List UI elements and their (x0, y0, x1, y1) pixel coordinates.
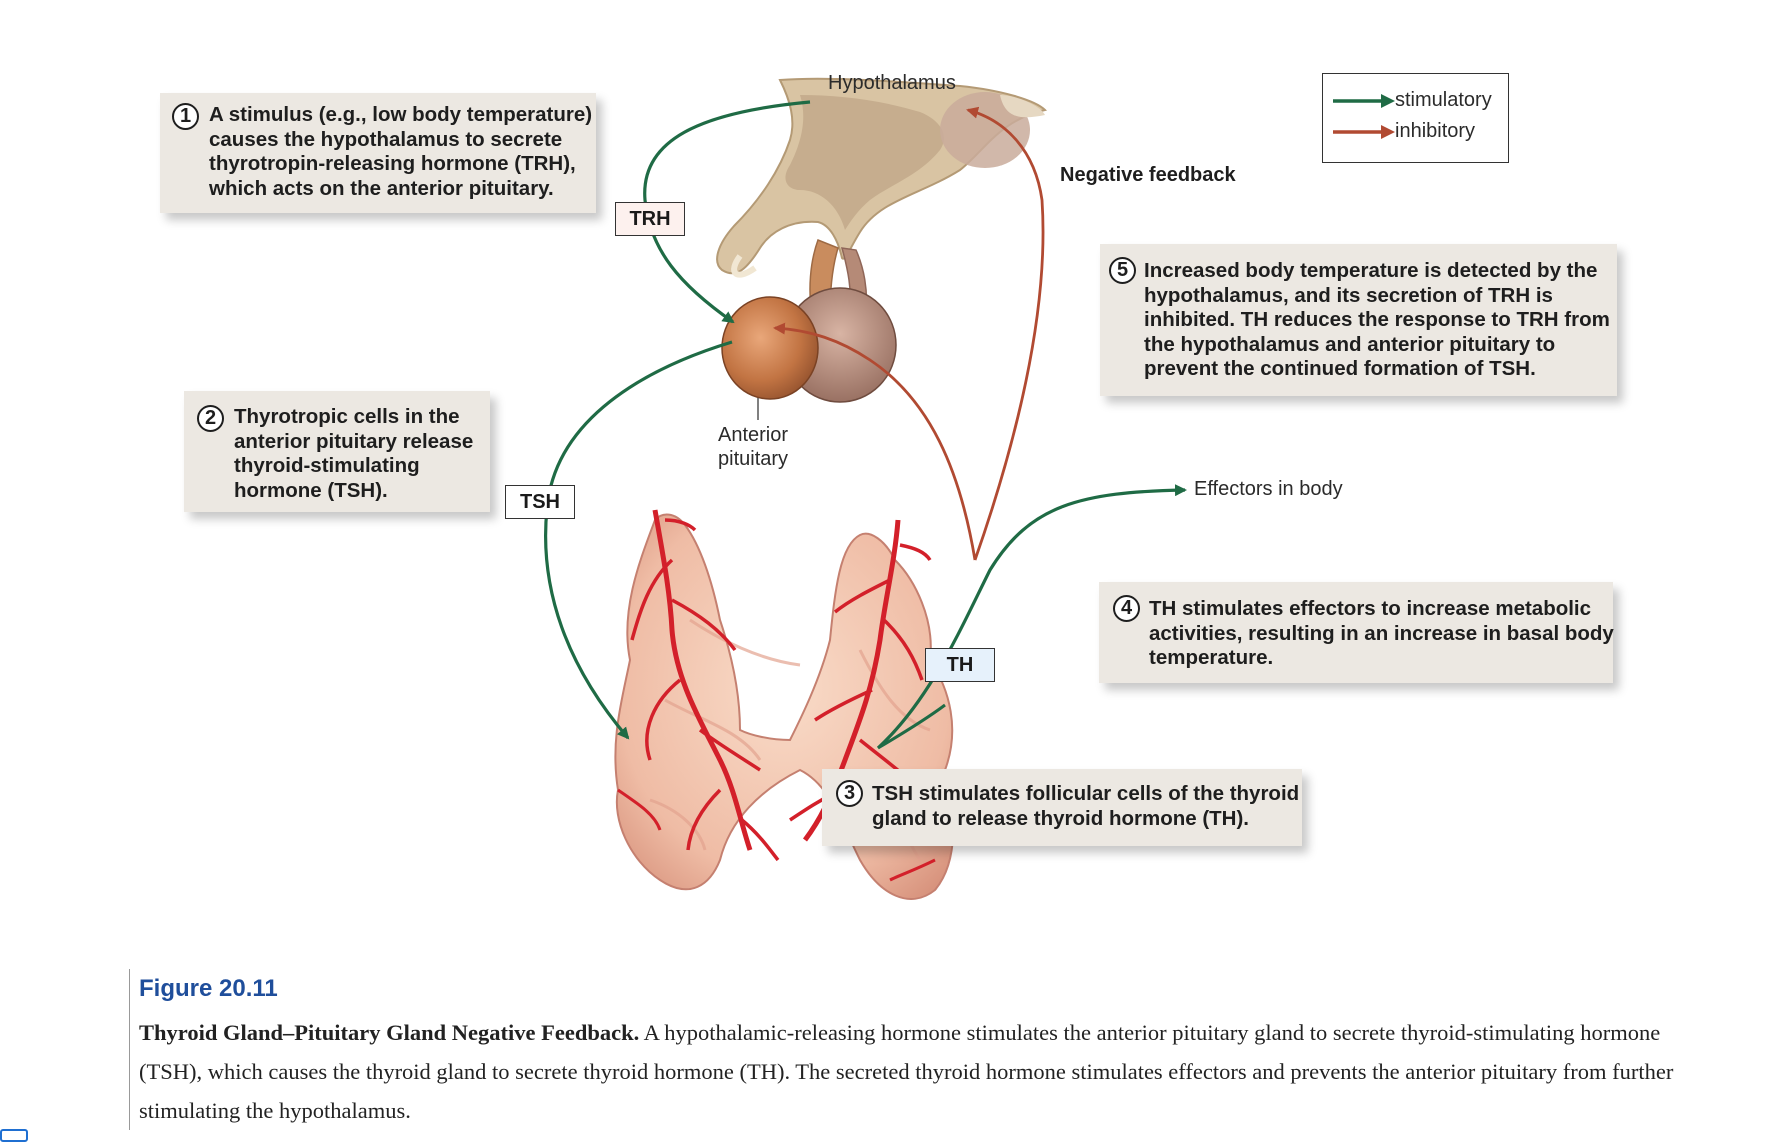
trh-arrow (643, 100, 811, 324)
legend-stimulatory-label: stimulatory (1395, 89, 1492, 111)
step-5-panel: 5 Increased body temperature is detected… (1100, 244, 1617, 396)
th-to-hypothalamus-arrow (966, 106, 1045, 561)
caption-body: A hypothalamic-releasing hormone stimula… (139, 1020, 1674, 1123)
step-4-number: 4 (1113, 595, 1140, 622)
step-3-number: 3 (836, 780, 863, 807)
step-5-text: Increased body temperature is detected b… (1144, 259, 1610, 380)
th-to-pituitary-arrow (773, 322, 977, 561)
hypothalamus-label: Hypothalamus (828, 72, 956, 94)
legend: stimulatory inhibitory (1322, 73, 1509, 163)
figure-label: Figure 20.11 (139, 975, 278, 1002)
inhibitory-arrow-icon (1333, 125, 1395, 139)
trh-tag: TRH (615, 202, 685, 236)
inhibitory-pathways (773, 106, 1045, 561)
step-3-text: TSH stimulates follicular cells of the t… (872, 782, 1300, 830)
th-release-stroke (877, 703, 946, 750)
toolbar-icon[interactable] (0, 1129, 28, 1142)
figure-caption: Figure 20.11 Thyroid Gland–Pituitary Gla… (129, 969, 1699, 1130)
anterior-pituitary-label-line2: pituitary (718, 448, 789, 470)
step-2-number: 2 (197, 405, 224, 432)
hypothalamus-illustration (716, 77, 1047, 278)
tsh-tag: TSH (505, 485, 575, 519)
step-1-panel: 1 A stimulus (e.g., low body temperature… (160, 93, 596, 213)
step-1-text: A stimulus (e.g., low body temperature)c… (209, 103, 593, 200)
caption-text: Thyroid Gland–Pituitary Gland Negative F… (139, 1013, 1699, 1130)
pituitary-illustration (721, 239, 897, 420)
step-1-number: 1 (172, 103, 199, 130)
anterior-pituitary-label: Anterior pituitary (718, 423, 788, 471)
caption-title: Thyroid Gland–Pituitary Gland Negative F… (139, 1020, 640, 1045)
step-4-text: TH stimulates effectors to increase meta… (1149, 597, 1614, 669)
legend-inhibitory-label: inhibitory (1395, 120, 1476, 142)
effectors-label: Effectors in body (1194, 478, 1343, 500)
th-tag: TH (925, 648, 995, 682)
step-4-panel: 4 TH stimulates effectors to increase me… (1099, 582, 1614, 683)
th-to-effectors-arrow (876, 484, 1187, 750)
anterior-pituitary-label-line1: Anterior (718, 424, 789, 446)
negative-feedback-label: Negative feedback (1060, 164, 1236, 186)
step-3-panel: 3 TSH stimulates follicular cells of the… (822, 769, 1302, 846)
stimulatory-arrow-icon (1333, 94, 1395, 108)
step-5-number: 5 (1109, 257, 1136, 284)
